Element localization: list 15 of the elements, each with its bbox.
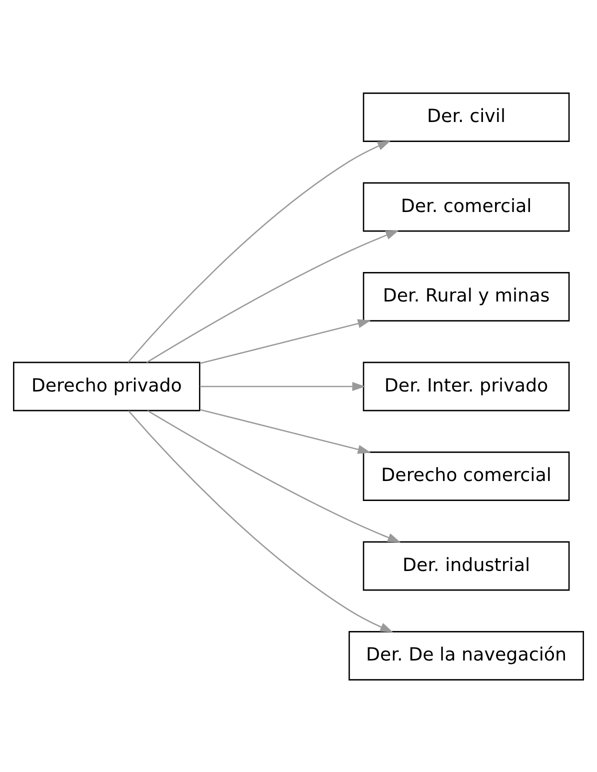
node-box: Der. comercial [362, 182, 570, 232]
node-box: Der. civil [362, 92, 570, 142]
node-box: Der. Inter. privado [362, 361, 570, 411]
node-box: Derecho comercial [362, 451, 570, 500]
arrow [128, 140, 391, 362]
arrow [128, 410, 394, 632]
arrow [146, 230, 399, 362]
node-box: Derecho privado [13, 361, 200, 411]
arrow [200, 381, 366, 391]
node-box: Der. Rural y minas [362, 272, 570, 321]
arrow [200, 408, 371, 454]
node-box: Der. De la navegación [348, 630, 584, 680]
arrow [200, 318, 371, 364]
node-box: Der. industrial [362, 540, 570, 590]
arrow [147, 410, 401, 542]
